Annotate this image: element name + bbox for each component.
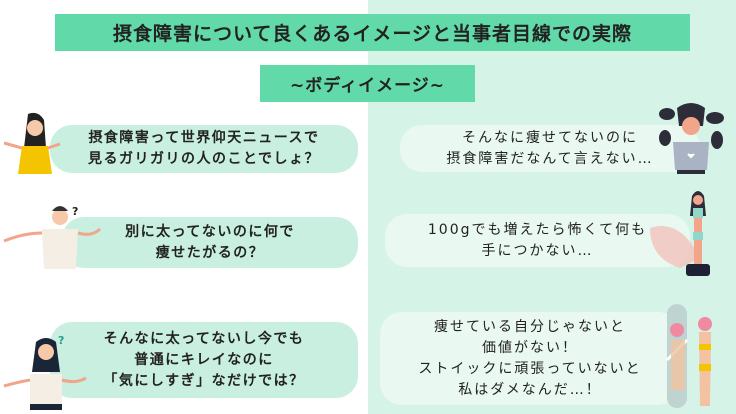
bubble-line: 見るガリガリの人のことでしょ？ <box>87 151 321 167</box>
bubble-line: ストイックに頑張っていないと <box>418 360 642 377</box>
bubble-line: そんなに痩せてないのに <box>462 129 638 146</box>
section-subtitle: ~ボディイメージ~ <box>260 65 475 102</box>
man-shrugging-illustration: ? <box>3 205 102 269</box>
question-mark-icon: ? <box>58 334 64 347</box>
speech-bubble-left-2: 別に太ってないのに何で 痩せたがるの？ <box>62 217 358 268</box>
speech-bubble-right-2: 100gでも増えたら怖くて何も 手につかない… <box>385 214 690 267</box>
bubble-line: 「気にしすぎ」なだけでは？ <box>103 372 305 389</box>
bubble-line: 痩せたがるの？ <box>155 244 265 261</box>
bubble-line: 手につかない… <box>481 242 594 259</box>
bubble-line: 別に太ってないのに何で <box>125 223 295 240</box>
bubble-line: 普通にキレイなのに <box>134 351 274 368</box>
speech-bubble-left-1: 摂食障害って世界仰天ニュースで 見るガリガリの人のことでしょ？ <box>50 125 358 173</box>
bubble-line: 摂食障害って世界仰天ニュースで <box>88 130 320 146</box>
speech-bubble-left-3: そんなに太ってないし今でも 普通にキレイなのに 「気にしすぎ」なだけでは？ <box>50 322 358 398</box>
woman-on-scale-illustration <box>650 191 710 276</box>
bubble-line: 100gでも増えたら怖くて何も <box>427 221 648 238</box>
distressed-woman-illustration <box>659 103 724 174</box>
speech-bubble-right-3: 痩せている自分じゃないと 価値がない！ ストイックに頑張っていないと 私はダメな… <box>380 312 680 405</box>
bubble-line: 痩せている自分じゃないと <box>434 318 626 335</box>
woman-shrugging-question-illustration: ? <box>3 334 87 410</box>
speech-bubble-right-1: そんなに痩せてないのに 摂食障害だなんて言えない… <box>400 125 700 172</box>
bubble-line: 摂食障害だなんて言えない… <box>446 150 654 167</box>
bubble-line: 価値がない！ <box>482 339 578 356</box>
woman-mirror-illustration <box>665 304 712 408</box>
bubble-line: 私はダメなんだ…！ <box>458 381 602 398</box>
bubble-line: そんなに太ってないし今でも <box>103 330 305 347</box>
page-title: 摂食障害について良くあるイメージと当事者目線での実際 <box>55 14 690 51</box>
question-mark-icon: ? <box>72 205 78 218</box>
woman-shrugging-illustration <box>3 112 61 174</box>
